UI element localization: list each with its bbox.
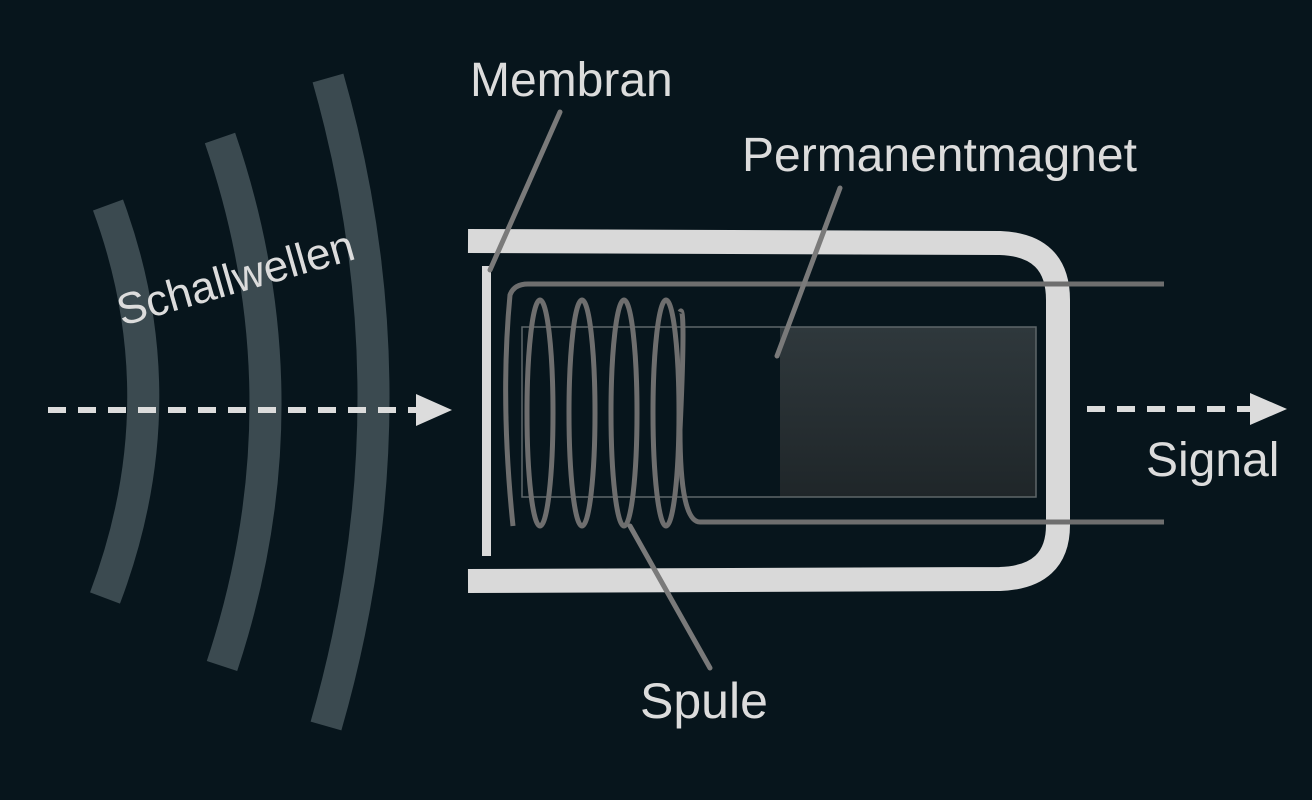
coil-loop (524, 297, 556, 529)
signal-label: Signal (1146, 434, 1279, 487)
coil-label: Spule (640, 673, 768, 729)
coil-wire-top (503, 281, 1164, 527)
membrane-leader-line (487, 109, 563, 273)
sound-wave-3 (310, 73, 390, 731)
magnet-core (521, 326, 1037, 498)
coil-loop (650, 297, 682, 529)
coil-loop (566, 297, 598, 529)
incoming-sound-arrow (48, 394, 452, 426)
sound-waves (90, 73, 390, 731)
coil (524, 297, 682, 529)
signal-arrow (1087, 393, 1287, 425)
sound-wave-2 (204, 132, 282, 672)
coil-loop (608, 297, 640, 529)
housing-outline (467, 229, 1070, 593)
sound-wave-1 (90, 199, 160, 604)
membrane (482, 266, 491, 556)
membrane-label: Membran (470, 54, 673, 107)
permanent-magnet (780, 327, 1036, 497)
coil-leader-line (627, 523, 713, 671)
magnet-leader-line (774, 185, 843, 359)
magnet-label: Permanentmagnet (742, 129, 1137, 182)
